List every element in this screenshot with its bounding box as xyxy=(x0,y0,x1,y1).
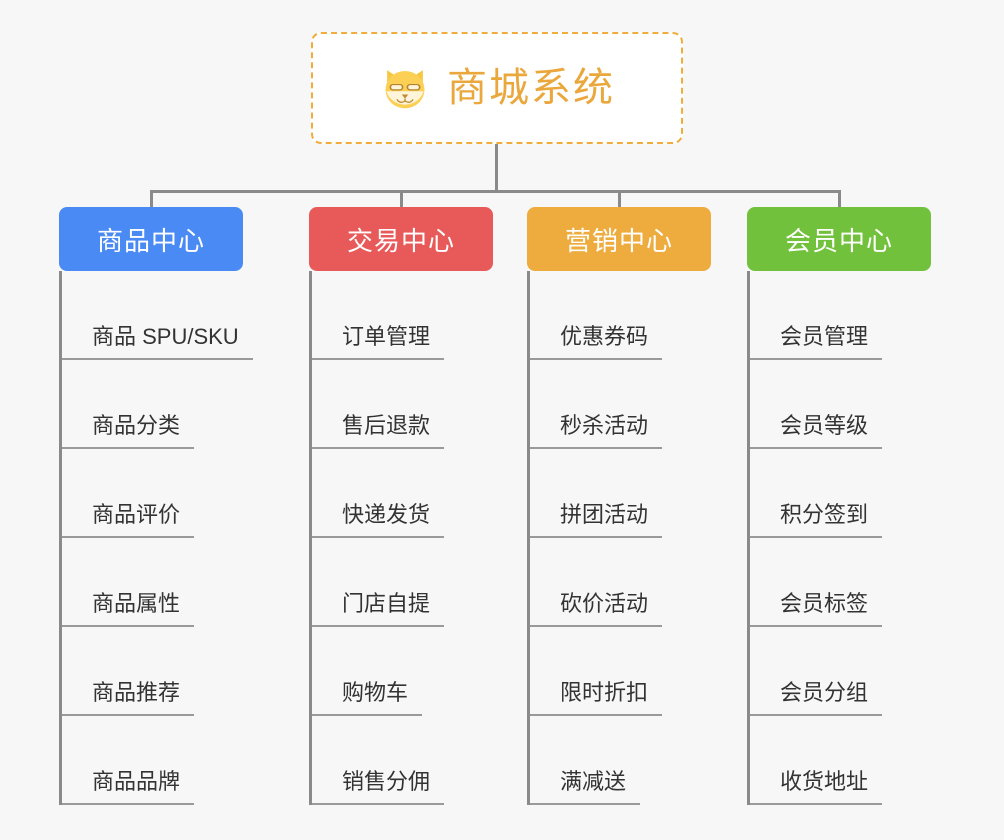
list-item[interactable]: 限时折扣 xyxy=(530,627,723,716)
leaf-label: 满减送 xyxy=(530,764,641,805)
list-item[interactable]: 会员分组 xyxy=(750,627,943,716)
branch-column-trade: 交易中心 订单管理 售后退款 快递发货 门店自提 购物车 销售分佣 xyxy=(309,207,505,805)
leaf-label: 商品品牌 xyxy=(62,764,195,805)
leaf-list-member: 会员管理 会员等级 积分签到 会员标签 会员分组 收货地址 xyxy=(747,271,943,805)
list-item[interactable]: 销售分佣 xyxy=(312,716,505,805)
branch-column-marketing: 营销中心 优惠券码 秒杀活动 拼团活动 砍价活动 限时折扣 满减送 xyxy=(527,207,723,805)
leaf-label: 会员等级 xyxy=(750,408,883,449)
connector-branch-2 xyxy=(400,190,403,208)
list-item[interactable]: 商品推荐 xyxy=(62,627,287,716)
root-node[interactable]: 商城系统 xyxy=(311,32,683,144)
list-item[interactable]: 秒杀活动 xyxy=(530,360,723,449)
list-item[interactable]: 门店自提 xyxy=(312,538,505,627)
branch-header-product[interactable]: 商品中心 xyxy=(59,207,243,271)
leaf-label: 会员标签 xyxy=(750,586,883,627)
leaf-list-marketing: 优惠券码 秒杀活动 拼团活动 砍价活动 限时折扣 满减送 xyxy=(527,271,723,805)
branch-header-member[interactable]: 会员中心 xyxy=(747,207,931,271)
list-item[interactable]: 订单管理 xyxy=(312,271,505,360)
list-item[interactable]: 收货地址 xyxy=(750,716,943,805)
leaf-label: 商品推荐 xyxy=(62,675,195,716)
leaf-label: 会员管理 xyxy=(750,319,883,360)
list-item[interactable]: 满减送 xyxy=(530,716,723,805)
branch-header-marketing[interactable]: 营销中心 xyxy=(527,207,711,271)
list-item[interactable]: 快递发货 xyxy=(312,449,505,538)
root-title: 商城系统 xyxy=(447,66,615,110)
leaf-label: 商品属性 xyxy=(62,586,195,627)
leaf-label: 会员分组 xyxy=(750,675,883,716)
list-item[interactable]: 会员等级 xyxy=(750,360,943,449)
leaf-label: 限时折扣 xyxy=(530,675,663,716)
leaf-label: 商品分类 xyxy=(62,408,195,449)
leaf-label: 订单管理 xyxy=(312,319,445,360)
list-item[interactable]: 商品属性 xyxy=(62,538,287,627)
leaf-list-trade: 订单管理 售后退款 快递发货 门店自提 购物车 销售分佣 xyxy=(309,271,505,805)
leaf-label: 商品 SPU/SKU xyxy=(62,319,253,360)
branch-column-member: 会员中心 会员管理 会员等级 积分签到 会员标签 会员分组 收货地址 xyxy=(747,207,943,805)
leaf-label: 积分签到 xyxy=(750,497,883,538)
list-item[interactable]: 拼团活动 xyxy=(530,449,723,538)
list-item[interactable]: 商品 SPU/SKU xyxy=(62,271,287,360)
list-item[interactable]: 商品分类 xyxy=(62,360,287,449)
connector-branch-4 xyxy=(838,190,841,208)
shiba-inu-icon xyxy=(385,70,425,109)
connector-branch-1 xyxy=(150,190,153,208)
list-item[interactable]: 会员管理 xyxy=(750,271,943,360)
leaf-label: 收货地址 xyxy=(750,764,883,805)
connector-horizontal-bus xyxy=(150,190,840,193)
list-item[interactable]: 优惠券码 xyxy=(530,271,723,360)
leaf-label: 秒杀活动 xyxy=(530,408,663,449)
list-item[interactable]: 商品品牌 xyxy=(62,716,287,805)
leaf-label: 快递发货 xyxy=(312,497,445,538)
leaf-label: 砍价活动 xyxy=(530,586,663,627)
connector-root-stem xyxy=(495,144,498,192)
leaf-list-product: 商品 SPU/SKU 商品分类 商品评价 商品属性 商品推荐 商品品牌 xyxy=(59,271,287,805)
list-item[interactable]: 购物车 xyxy=(312,627,505,716)
leaf-label: 销售分佣 xyxy=(312,764,445,805)
leaf-label: 商品评价 xyxy=(62,497,195,538)
leaf-label: 购物车 xyxy=(312,675,423,716)
leaf-label: 门店自提 xyxy=(312,586,445,627)
branch-header-trade[interactable]: 交易中心 xyxy=(309,207,493,271)
list-item[interactable]: 积分签到 xyxy=(750,449,943,538)
list-item[interactable]: 会员标签 xyxy=(750,538,943,627)
list-item[interactable]: 售后退款 xyxy=(312,360,505,449)
leaf-label: 售后退款 xyxy=(312,408,445,449)
branch-column-product: 商品中心 商品 SPU/SKU 商品分类 商品评价 商品属性 商品推荐 商品品牌 xyxy=(59,207,287,805)
list-item[interactable]: 商品评价 xyxy=(62,449,287,538)
list-item[interactable]: 砍价活动 xyxy=(530,538,723,627)
connector-branch-3 xyxy=(618,190,621,208)
leaf-label: 优惠券码 xyxy=(530,319,663,360)
leaf-label: 拼团活动 xyxy=(530,497,663,538)
